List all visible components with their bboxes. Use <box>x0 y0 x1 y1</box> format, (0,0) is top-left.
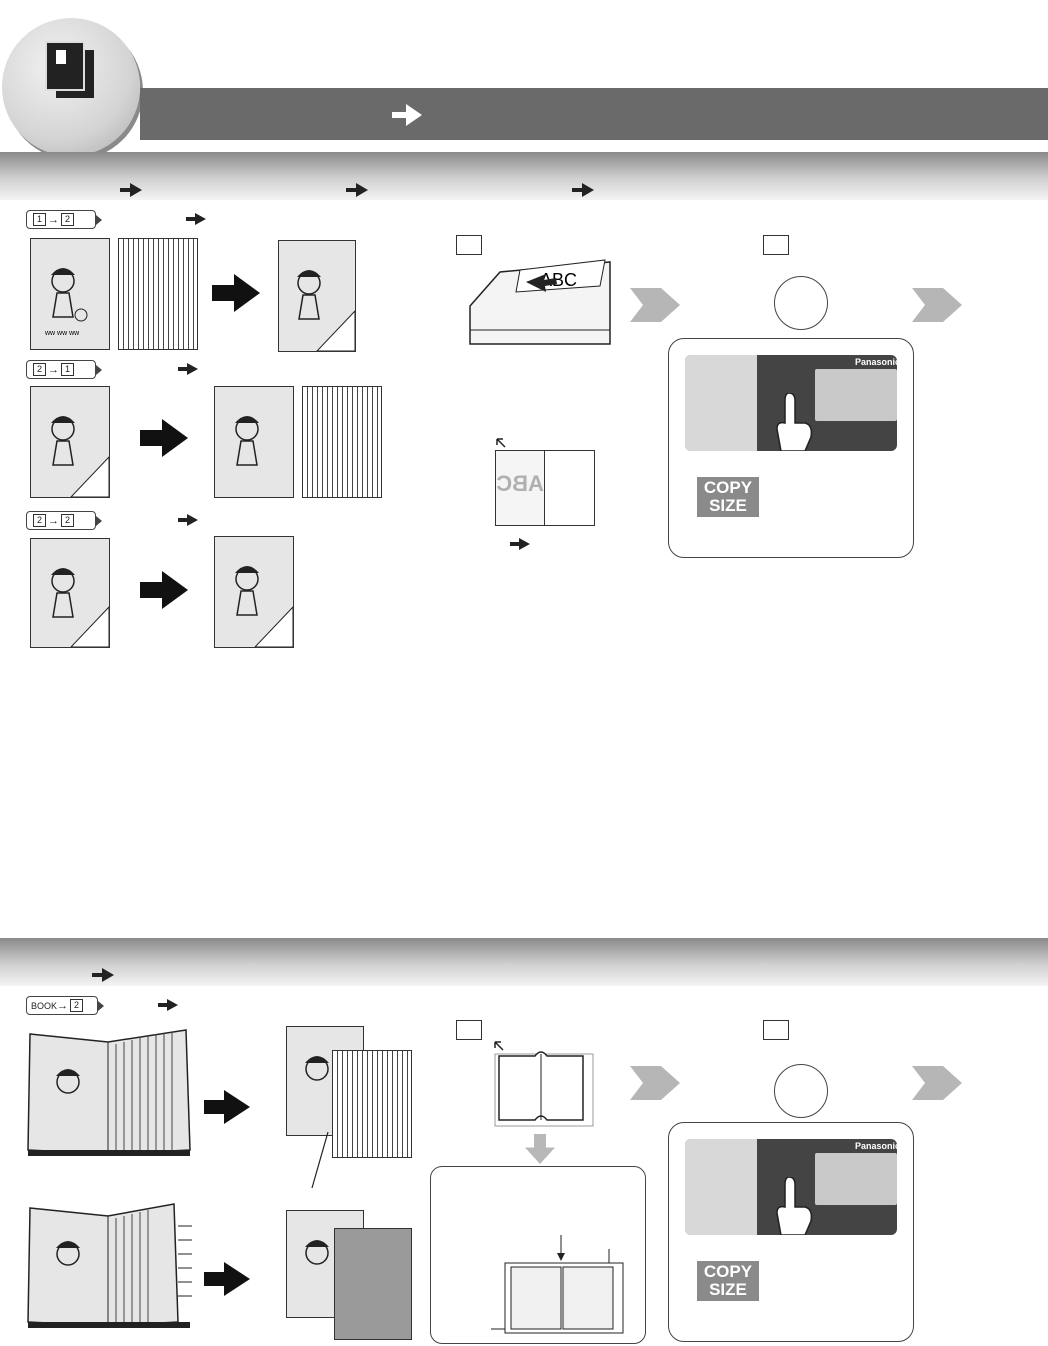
book-on-glass-illustration <box>494 1041 594 1127</box>
control-panel-callout: Panasonic COPY SIZE <box>668 338 914 558</box>
copy-size-line2: SIZE <box>709 496 747 515</box>
step-number-box <box>456 1020 482 1040</box>
mode-tag-book-to-2[interactable]: BOOK→2 <box>26 996 104 1015</box>
copy-back-page-illustration <box>332 1050 412 1158</box>
tag-right-number: 2 <box>61 514 74 527</box>
section-bar-book <box>0 938 1048 986</box>
copy-back-page-illustration <box>334 1228 412 1340</box>
original-page-illustration <box>30 386 110 498</box>
tag-left-label: BOOK <box>31 1000 58 1011</box>
copy-size-key[interactable]: COPY SIZE <box>697 1261 759 1301</box>
tag-right-number: 2 <box>70 999 84 1012</box>
step-number-box <box>763 235 789 255</box>
big-right-arrow-icon <box>204 1262 250 1296</box>
right-arrow-icon <box>572 183 594 197</box>
copy-back-page-illustration <box>302 386 382 498</box>
section-bar-duplex <box>0 152 1048 200</box>
original-page-illustration <box>30 538 110 648</box>
copy-size-key[interactable]: COPY SIZE <box>697 477 759 517</box>
next-step-chevron-icon <box>630 1066 680 1100</box>
glass-preview: ABC <box>495 450 595 526</box>
open-book-illustration <box>27 1203 192 1328</box>
copy-page-illustration <box>278 240 356 352</box>
big-right-arrow-icon <box>140 419 188 457</box>
book-placement-diagram <box>491 1235 624 1334</box>
right-arrow-icon <box>186 213 206 225</box>
control-panel-callout: Panasonic COPY SIZE <box>668 1122 914 1342</box>
next-step-chevron-icon <box>630 288 680 322</box>
document-pages-icon <box>45 41 94 98</box>
mode-tag-1-to-2[interactable]: 1→2 <box>26 210 102 229</box>
tag-left-number: 2 <box>33 363 46 376</box>
copy-page-illustration <box>214 536 294 648</box>
right-arrow-icon <box>92 968 114 982</box>
copy-size-line1: COPY <box>703 478 753 497</box>
next-step-chevron-icon <box>912 1066 962 1100</box>
next-step-chevron-icon <box>912 288 962 322</box>
title-bar <box>140 88 1048 140</box>
brand-label: Panasonic <box>855 357 897 367</box>
pointer-line <box>311 1131 329 1189</box>
document-feeder-illustration: ABC <box>469 259 611 345</box>
step-number-box <box>456 235 482 255</box>
original-page-illustration: ww ww ww <box>30 238 110 350</box>
mode-tag-2-to-2[interactable]: 2→2 <box>26 511 102 530</box>
tag-left-number: 2 <box>33 514 46 527</box>
tag-right-number: 1 <box>61 363 74 376</box>
corner-arrow-icon <box>496 438 506 448</box>
right-arrow-icon <box>346 183 368 197</box>
copy-page-illustration <box>214 386 294 498</box>
brand-label: Panasonic <box>855 1141 897 1151</box>
pointing-finger-icon <box>776 393 813 451</box>
copy-size-line2: SIZE <box>709 1280 747 1299</box>
tag-left-number: 1 <box>33 213 46 226</box>
copy-size-line1: COPY <box>703 1262 753 1281</box>
boy-cartoon-icon: ww ww ww <box>44 268 88 337</box>
step-number-box <box>763 1020 789 1040</box>
mode-tag-2-to-1[interactable]: 2→1 <box>26 360 102 379</box>
big-right-arrow-icon <box>212 274 260 312</box>
open-book-illustration <box>27 1029 191 1156</box>
key-callout-circle <box>774 276 828 330</box>
right-arrow-icon <box>178 363 198 375</box>
big-right-arrow-icon <box>140 571 188 609</box>
right-arrow-icon <box>178 514 198 526</box>
svg-text:ww ww ww: ww ww ww <box>44 330 80 337</box>
original-back-page-illustration <box>118 238 198 350</box>
big-right-arrow-icon <box>204 1090 250 1124</box>
right-arrow-icon <box>158 999 178 1011</box>
book-placement-callout <box>430 1166 646 1344</box>
down-arrow-icon <box>525 1134 555 1164</box>
control-panel-illustration: Panasonic <box>685 1139 897 1235</box>
tag-right-number: 2 <box>61 213 74 226</box>
right-arrow-icon <box>120 183 142 197</box>
pointing-finger-icon <box>776 1177 813 1235</box>
key-callout-circle <box>774 1064 828 1118</box>
right-arrow-icon <box>510 538 530 550</box>
right-arrow-icon <box>392 104 422 126</box>
control-panel-illustration: Panasonic <box>685 355 897 451</box>
preview-mirrored-text: ABC <box>496 471 544 496</box>
